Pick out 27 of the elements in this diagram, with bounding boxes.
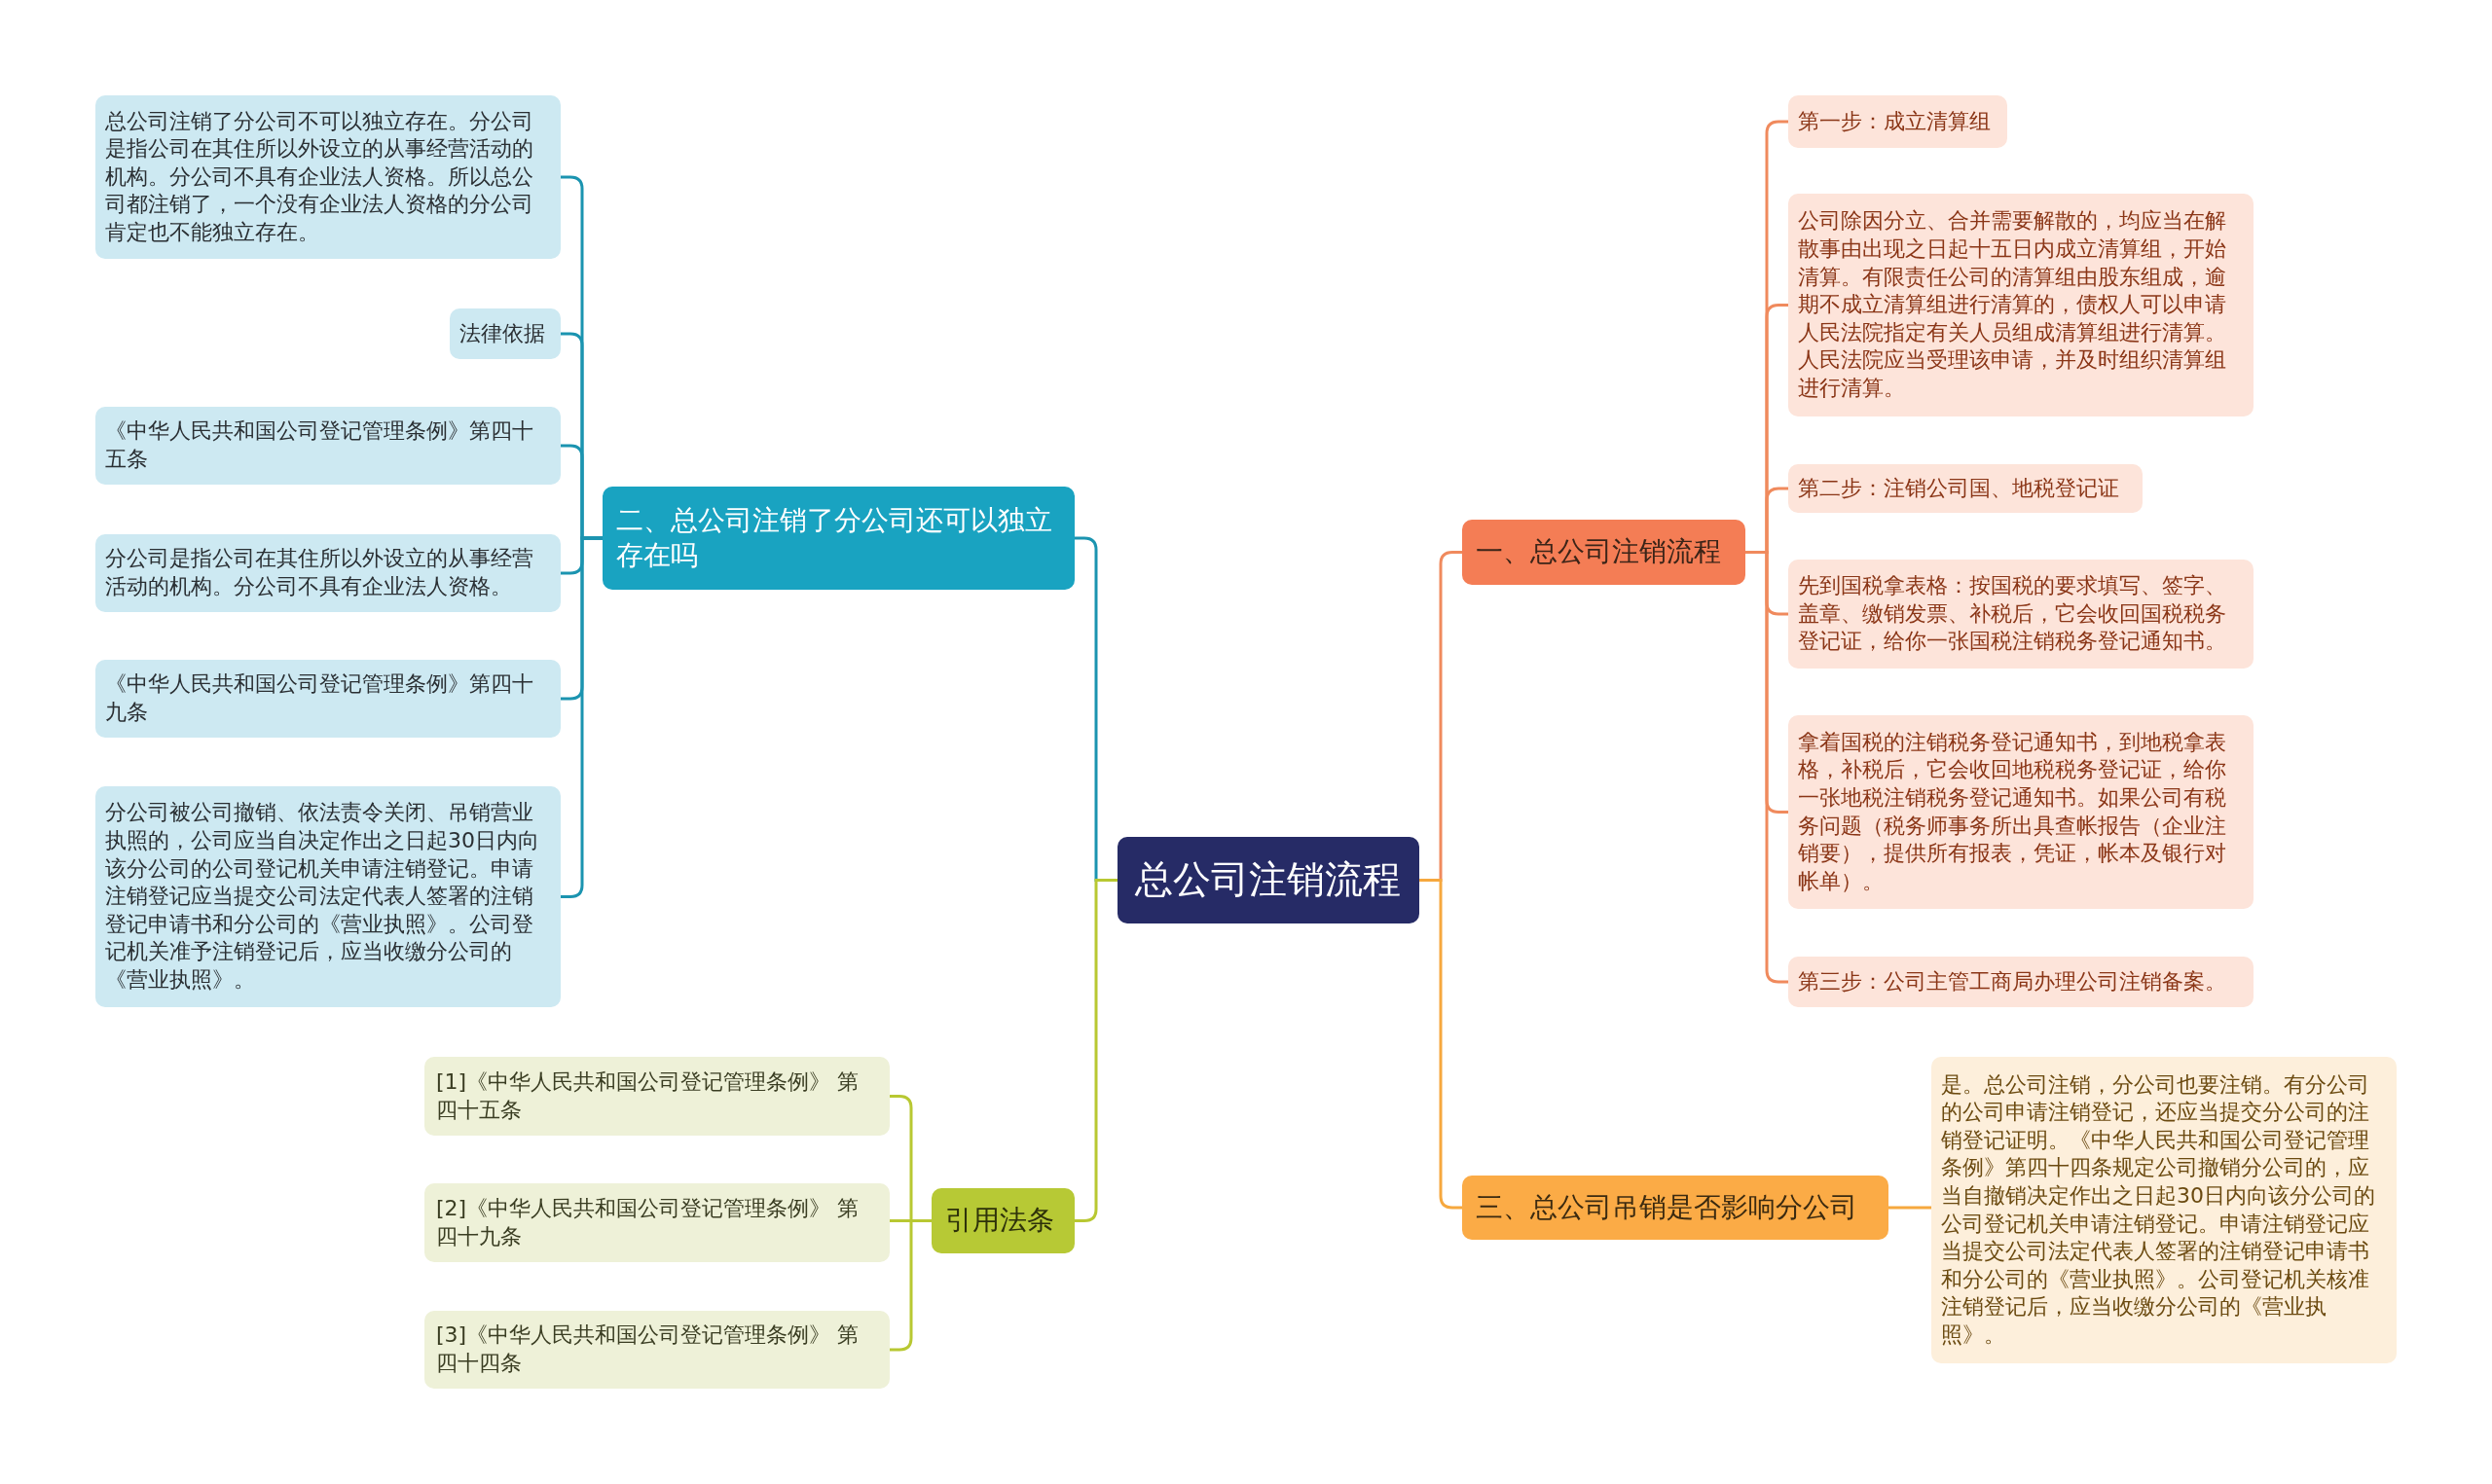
- root-topic-box: 总公司注销流程: [1118, 837, 1419, 923]
- topic-box: 引用法条: [932, 1188, 1075, 1253]
- connector-line: [1075, 879, 1118, 1222]
- topic-box: 二、总公司注销了分公司还可以独立存在吗: [603, 487, 1075, 590]
- note-box: [3]《中华人民共和国公司登记管理条例》 第四十四条: [424, 1311, 890, 1389]
- note-box: [2]《中华人民共和国公司登记管理条例》 第四十九条: [424, 1183, 890, 1262]
- note-box: 第三步：公司主管工商局办理公司注销备案。: [1788, 957, 2254, 1007]
- note-box: 先到国税拿表格：按国税的要求填写、签字、盖章、缴销发票、补税后，它会收回国税税务登记证，给你一张国税注销税务登记通知书。: [1788, 560, 2254, 669]
- note-box: 法律依据: [450, 308, 561, 359]
- connector-line: [1745, 551, 1788, 984]
- topic-box: 三、总公司吊销是否影响分公司: [1462, 1176, 1888, 1240]
- note-box: 《中华人民共和国公司登记管理条例》第四十九条: [95, 660, 561, 738]
- connector-line: [1888, 1206, 1931, 1210]
- note-box: 总公司注销了分公司不可以独立存在。分公司是指公司在其住所以外设立的从事经营活动的机构。分公司不具有企业法人资格。所以总公司都注销了，一个没有企业法人资格的分公司肯定也不能独立存在。: [95, 95, 561, 259]
- connector-line: [1419, 879, 1462, 1210]
- note-box: 第二步：注销公司国、地税登记证: [1788, 464, 2143, 513]
- note-box: 公司除因分立、合并需要解散的，均应当在解散事由出现之日起十五日内成立清算组，开始清算。有限责任公司的清算组由股东组成，逾期不成立清算组进行清算的，债权人可以申请人民法院指定有关人员组成清算组进行清算。人民法院应当受理该申请，并及时组织清算组进行清算。: [1788, 194, 2254, 416]
- connector-line: [890, 1219, 932, 1352]
- note-box: 第一步：成立清算组: [1788, 95, 2007, 148]
- connector-line: [561, 536, 603, 898]
- note-box: 是。总公司注销，分公司也要注销。有分公司的公司申请注销登记，还应当提交分公司的注销登记证明。《中华人民共和国公司登记管理条例》第四十四条规定公司撤销分公司的，应当自撤销决定作出之日起30日内向该分公司的公司登记机关申请注销登记。申请注销登记应当提交公司法定代表人签署的注销登记申请书和分公司的《营业执照》。公司登记机关核准注销登记后，应当收缴分公司的《营业执照》。: [1931, 1057, 2397, 1363]
- note-box: 分公司是指公司在其住所以外设立的从事经营活动的机构。分公司不具有企业法人资格。: [95, 534, 561, 612]
- note-box: [1]《中华人民共和国公司登记管理条例》 第四十五条: [424, 1057, 890, 1136]
- note-box: 《中华人民共和国公司登记管理条例》第四十五条: [95, 407, 561, 485]
- topic-box: 一、总公司注销流程: [1462, 520, 1745, 585]
- note-box: 拿着国税的注销税务登记通知书，到地税拿表格，补税后，它会收回地税税务登记证，给你一张地税注销税务登记通知书。如果公司有税务问题（税务师事务所出具查帐报告（企业注销要），提供所有报表，凭证，帐本及银行对帐单）。: [1788, 715, 2254, 909]
- note-box: 分公司被公司撤销、依法责令关闭、吊销营业执照的，公司应当自决定作出之日起30日内向该分公司的公司登记机关申请注销登记。申请注销登记应当提交公司法定代表人签署的注销登记申请书和分公司的《营业执照》。公司登记机关准予注销登记后，应当收缴分公司的《营业执照》。: [95, 786, 561, 1007]
